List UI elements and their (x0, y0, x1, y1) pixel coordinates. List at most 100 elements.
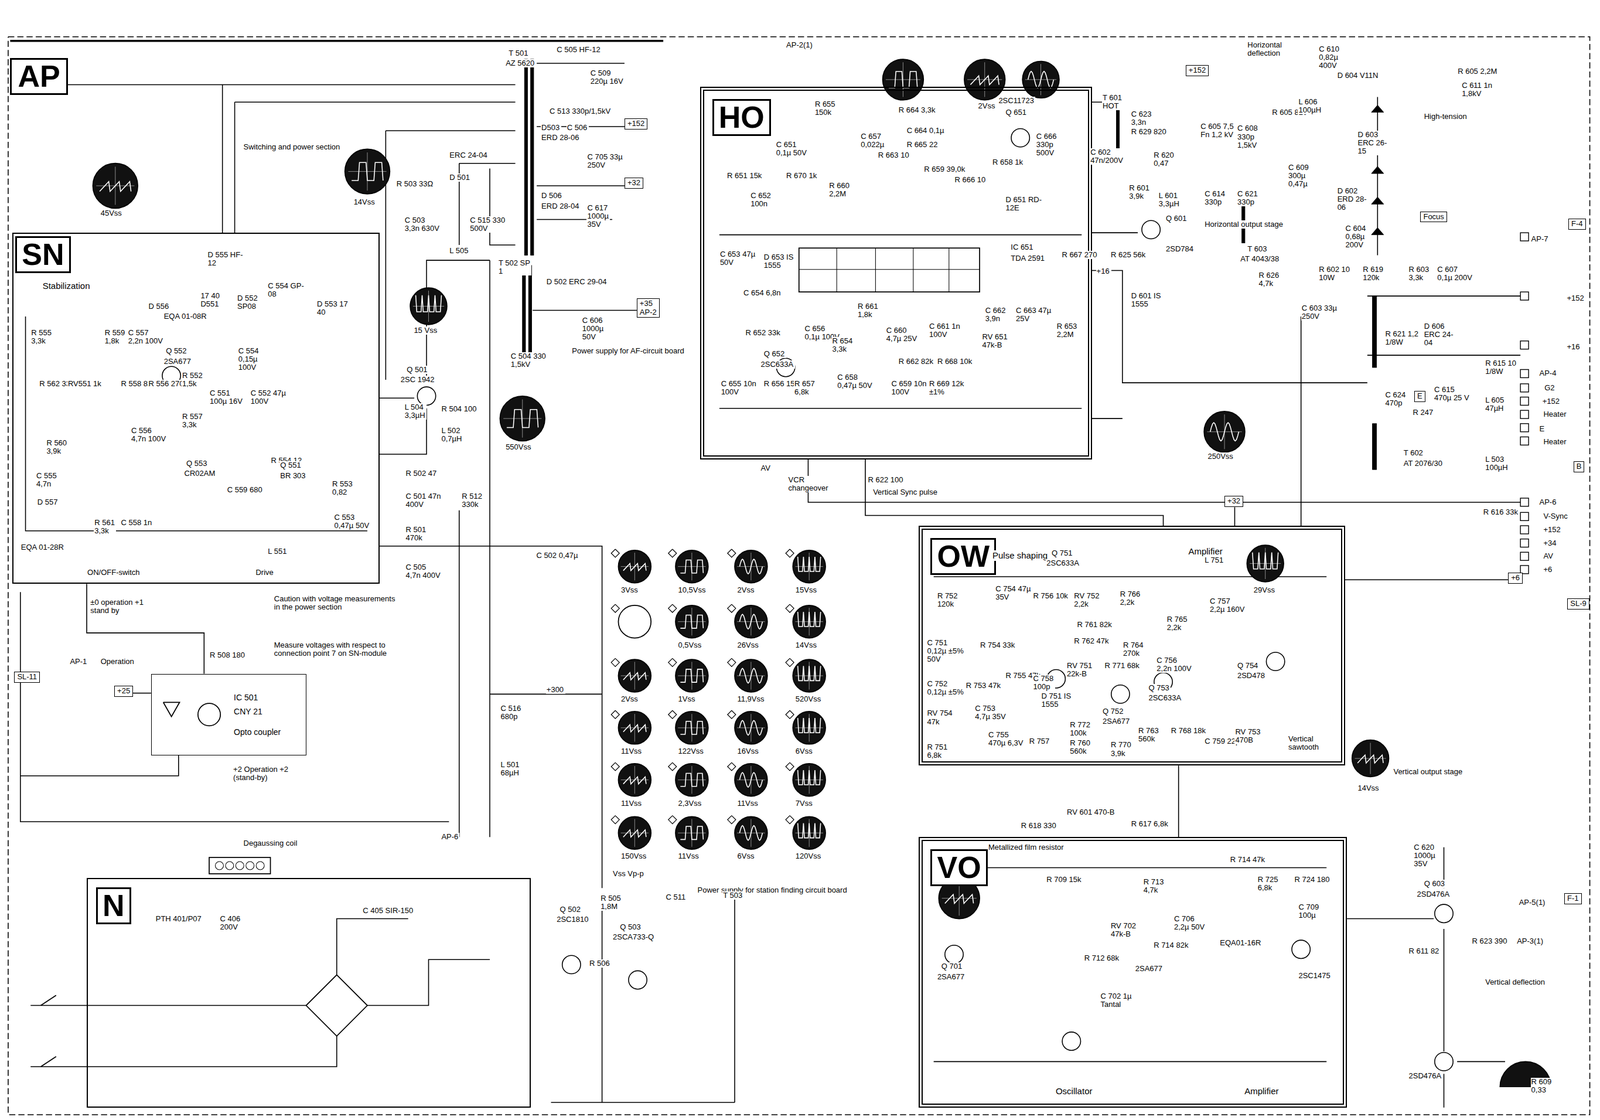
component-label: Heater (1542, 437, 1568, 446)
component-label: D 557 (36, 497, 60, 507)
component-label: R 619 120k (1362, 265, 1385, 282)
wire (1443, 1073, 1445, 1107)
component-label: AT 2076/30 (1403, 459, 1445, 468)
component-label: 2Vss (737, 585, 756, 595)
coil-turn (215, 861, 224, 870)
wire (30, 1004, 306, 1006)
component-label: C 406 200V (219, 914, 242, 931)
component-label: R 561 3,3k (93, 518, 117, 535)
waveform (797, 717, 821, 733)
connector-box: +152 (1185, 65, 1209, 77)
component-label: R 770 3,9k (1110, 740, 1133, 757)
component-label: C 606 1000µ 50V (581, 316, 606, 341)
component-label: C 659 10n 100V (891, 379, 929, 397)
callout-diamond (668, 548, 677, 558)
oscillogram (734, 816, 768, 849)
component-label: R 654 3,3k (831, 336, 854, 354)
ic-divider (948, 247, 950, 292)
component-label: C 662 3,9n (984, 306, 1008, 323)
wire (1092, 417, 1123, 419)
component-label: C 709 100µ (1297, 902, 1320, 920)
connector-box: +6 (1508, 572, 1523, 584)
transformer-core (528, 265, 532, 353)
component-label: R 618 330 (1020, 821, 1058, 830)
callout-diamond (785, 657, 794, 667)
oscillogram (792, 550, 826, 583)
oscillogram (734, 605, 768, 639)
component-label: C 609 300µ 0,47µ (1287, 163, 1310, 189)
component-label: 10,5Vss (677, 585, 707, 595)
wire (536, 62, 625, 64)
component-label: T 501 (507, 49, 530, 58)
component-label: C 505 HF-12 (555, 45, 602, 54)
led-symbol (163, 701, 180, 716)
wire (807, 459, 1521, 503)
component-label: R 669 12k ±1% (928, 379, 966, 397)
component-label: R 616 33k (1482, 507, 1520, 517)
component-label: 14Vss (1356, 783, 1381, 793)
transformer-core (524, 59, 528, 255)
component-label: C 664 0,1µ (906, 126, 946, 135)
component-label: Q 751 (1051, 548, 1074, 558)
component-label: R 665 22 (906, 140, 940, 149)
component-label: C 617 1000µ 35V (586, 203, 610, 229)
component-label: 15 Vss (413, 326, 439, 335)
component-label: D 502 ERC 29-04 (546, 277, 609, 286)
component-label: C 610 0,82µ 400V (1318, 45, 1341, 70)
component-label: 2SD478 (1236, 671, 1267, 680)
component-label: Q 503 (619, 922, 643, 931)
component-label: Vertical deflection (1484, 977, 1547, 987)
bridge-rectifier (306, 974, 368, 1036)
component-label: Switching and power section (243, 142, 342, 152)
connector-box: E (1414, 390, 1426, 402)
component-label: ERD 28-06 (540, 133, 581, 142)
component-label: D 552 SP08 (236, 294, 259, 311)
component-label: 2SD476A (1416, 889, 1451, 899)
wire (536, 185, 625, 187)
component-label: R 760 560k (1069, 738, 1092, 756)
component-label: C 661 1n 100V (928, 322, 962, 339)
transistor-symbol (628, 970, 647, 989)
waveform (680, 560, 704, 573)
connector-box: B (1573, 461, 1585, 473)
component-label: 6Vss (737, 851, 756, 861)
waveform (506, 409, 539, 428)
component-label: R 753 47k (965, 681, 1003, 690)
component-label: V-Sync (1542, 512, 1569, 521)
wire (25, 316, 368, 531)
component-label: R 764 270k (1122, 640, 1145, 658)
wire (719, 407, 1082, 409)
module-box: SNStabilization (12, 232, 380, 584)
waveform (623, 776, 647, 784)
connector-box: F-1 (1564, 892, 1582, 904)
component-label: D 606 ERC 24-04 (1423, 322, 1455, 347)
component-label: D 556 (148, 302, 171, 311)
component-label: R 664 3,3k (898, 106, 937, 115)
connector-wire (132, 692, 152, 694)
coil-turn (235, 861, 244, 870)
component-label: 2SC1475 (1297, 971, 1332, 980)
component-label: R 653 2,2M (1056, 322, 1079, 339)
oscillogram (792, 659, 826, 692)
node-text: B (1576, 462, 1582, 472)
component-label: R 660 2,2M (828, 181, 851, 199)
component-label: L 504 3,3µH (404, 403, 427, 420)
component-label: Q 651 (1005, 108, 1029, 117)
diode-symbol (1371, 166, 1384, 174)
connector-box: Focus (1420, 211, 1447, 223)
callout-diamond (727, 710, 736, 719)
component-label: C 666 330p 500V (1035, 132, 1059, 158)
component-label: High-tension (1423, 112, 1469, 121)
waveform (739, 558, 763, 574)
component-label: D 553 17 40 (316, 299, 350, 317)
oscillogram (618, 816, 651, 849)
connector-wire (1178, 765, 1180, 837)
node-text: +35 (639, 299, 657, 309)
switch-symbol (41, 1056, 57, 1067)
component-label: R 772 100k (1069, 720, 1092, 738)
component-label: AP-7 (1530, 234, 1550, 244)
oscillogram (734, 711, 768, 745)
wire (933, 1061, 1327, 1063)
component-label: R 763 560k (1137, 726, 1161, 743)
waveform (623, 724, 647, 732)
